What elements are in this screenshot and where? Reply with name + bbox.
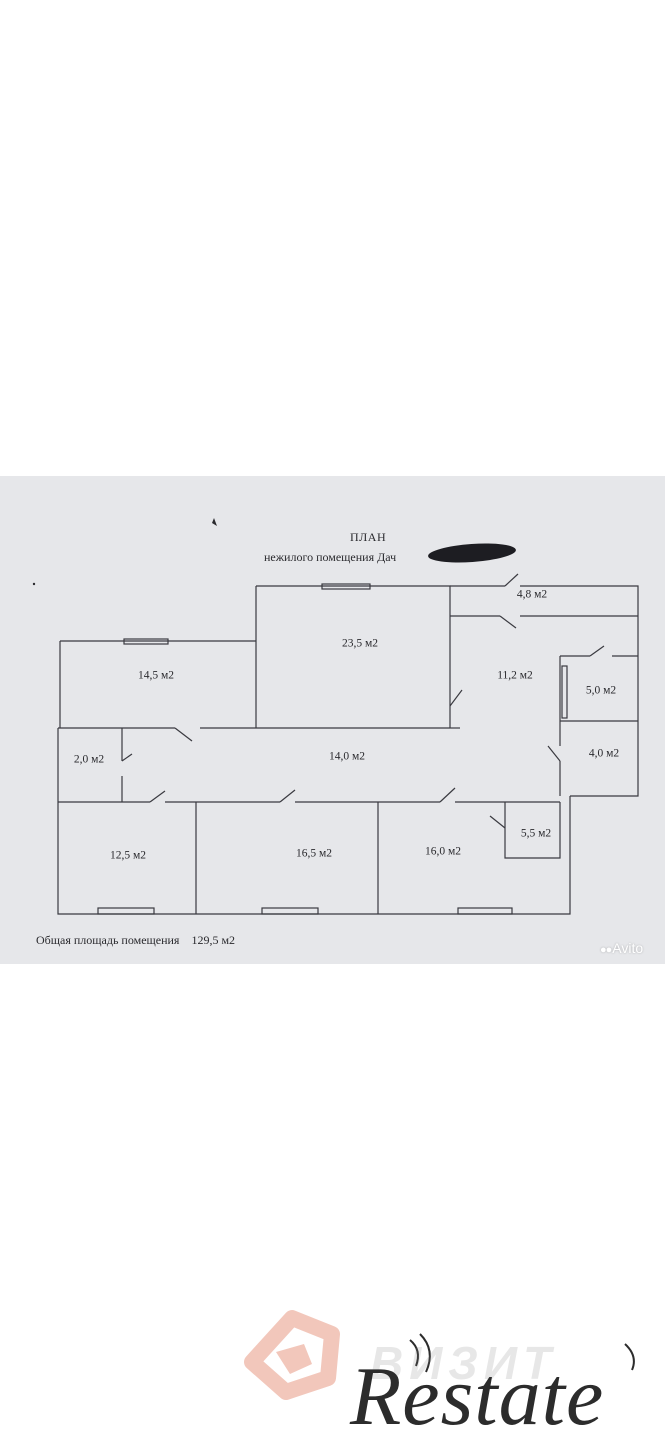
window xyxy=(261,907,319,915)
door-swing xyxy=(499,615,517,629)
window xyxy=(321,583,371,590)
stray-mark xyxy=(212,518,217,526)
door-swing xyxy=(279,789,296,803)
restate-watermark: ВИЗИТ Restate xyxy=(240,1300,665,1440)
plan-title: ПЛАН xyxy=(350,530,387,544)
room-area-label: 2,0 м2 xyxy=(73,753,105,766)
room-area-label: 5,5 м2 xyxy=(520,827,552,840)
room-area-label: 14,0 м2 xyxy=(328,750,366,763)
room-area-label: 23,5 м2 xyxy=(341,637,379,650)
avito-badge-text: Avito xyxy=(612,940,644,956)
pentagon-logo-icon xyxy=(244,1310,635,1400)
window xyxy=(457,907,513,915)
outer-wall xyxy=(256,585,451,728)
room-area-label: 11,2 м2 xyxy=(497,669,533,682)
window xyxy=(561,665,568,719)
redaction-mark xyxy=(428,543,516,563)
room-area-label: 12,5 м2 xyxy=(109,849,147,862)
watermark-back-text: ВИЗИТ xyxy=(370,1337,558,1389)
avito-dots-icon: ●● xyxy=(600,944,612,956)
door-swing xyxy=(439,787,456,803)
avito-badge: ●●Avito xyxy=(600,941,643,956)
door-swing xyxy=(489,815,506,829)
room-area-label: 4,8 м2 xyxy=(516,588,548,601)
door-swing xyxy=(121,753,133,762)
room-area-label: 16,0 м2 xyxy=(424,845,462,858)
floor-plan-drawing xyxy=(32,518,639,915)
plan-subtitle: нежилого помещения Дач xyxy=(264,550,397,564)
outer-wall xyxy=(520,585,639,797)
room-wall xyxy=(504,802,561,859)
door-swing xyxy=(149,790,166,803)
door-swing xyxy=(504,573,519,587)
door-swing xyxy=(589,645,605,657)
room-area-label: 16,5 м2 xyxy=(295,847,333,860)
room-area-label: 5,0 м2 xyxy=(585,684,617,697)
room-area-label: 14,5 м2 xyxy=(137,669,175,682)
window xyxy=(97,907,155,915)
floor-plan-photo: ПЛАН нежилого помещения Дач 23,5 м2 14,5… xyxy=(0,476,665,964)
window xyxy=(123,638,169,645)
total-area-caption: Общая площадь помещения 129,5 м2 xyxy=(36,933,236,947)
room-area-label: 4,0 м2 xyxy=(588,747,620,760)
door-swing xyxy=(547,745,561,762)
outer-wall xyxy=(57,728,571,915)
stray-mark xyxy=(32,582,36,586)
door-swing xyxy=(449,689,463,707)
watermark-front-text: Restate xyxy=(350,1350,605,1443)
door-swing xyxy=(174,727,193,742)
